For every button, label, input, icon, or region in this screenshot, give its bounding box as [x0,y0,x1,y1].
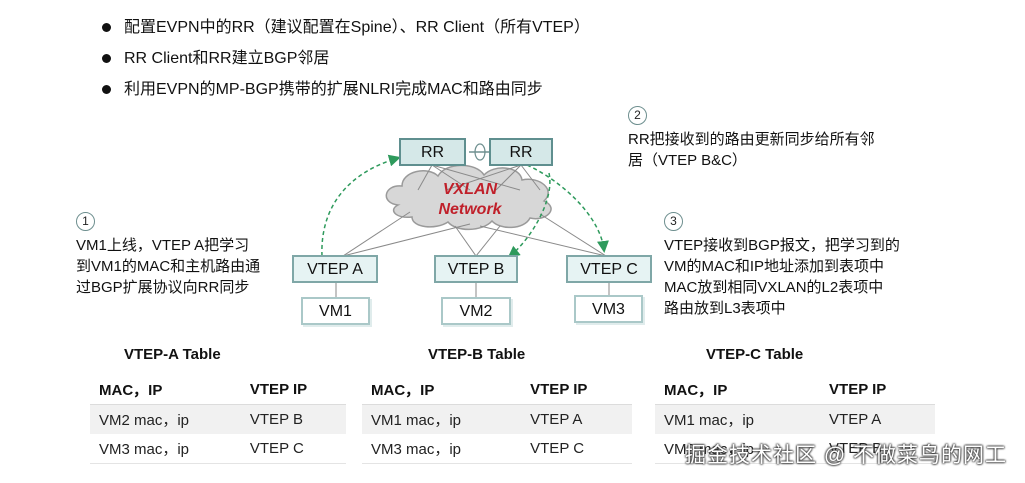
table-cell: VM1 mac，ip [655,404,821,434]
rr-node-left: RR [399,138,466,166]
step-line: 过BGP扩展协议向RR同步 [76,279,250,296]
table-header: MAC，IP [655,375,821,405]
bullet-list: 配置EVPN中的RR（建议配置在Spine）、RR Client（所有VTEP）… [98,12,590,105]
vtep-a-table-title: VTEP-A Table [124,346,221,363]
step-line: RR把接收到的路由更新同步给所有邻 [628,131,875,148]
step-number-badge: 2 [628,106,647,125]
step-line: VM的MAC和IP地址添加到表项中 [664,258,885,275]
bullet-item: 配置EVPN中的RR（建议配置在Spine）、RR Client（所有VTEP） [98,12,590,43]
table-cell: VTEP B [820,434,935,464]
step-3-note: 3 VTEP接收到BGP报文，把学习到的 VM的MAC和IP地址添加到表项中 M… [664,210,900,319]
table-cell: VM2 mac，ip [655,434,821,464]
step-number-badge: 1 [76,212,95,231]
cloud-line-1: VXLAN [442,181,498,198]
vm1-node: VM1 [301,297,370,325]
vtep-b-node: VTEP B [434,255,518,283]
step-line: VM1上线，VTEP A把学习 [76,237,250,254]
table-cell: VTEP A [521,404,632,434]
table-cell: VM1 mac，ip [362,404,522,434]
vtep-b-table-title: VTEP-B Table [428,346,526,363]
bullet-item: 利用EVPN的MP-BGP携带的扩展NLRI完成MAC和路由同步 [98,74,590,105]
bgp-arrows [321,154,609,258]
step-line: MAC放到相同VXLAN的L2表项中 [664,279,884,296]
cloud-line-2: Network [438,201,502,218]
table-cell: VM3 mac，ip [362,434,522,464]
step-2-note: 2 RR把接收到的路由更新同步给所有邻 居（VTEP B&C） [628,104,875,171]
vm2-node: VM2 [441,297,511,325]
step-line: VTEP接收到BGP报文，把学习到的 [664,237,900,254]
bullet-item: RR Client和RR建立BGP邻居 [98,43,590,74]
step-line: 路由放到L3表项中 [664,300,786,317]
table-cell: VTEP A [820,404,935,434]
mesh-links [335,164,610,298]
table-cell: VTEP C [240,434,346,464]
table-header: VTEP IP [240,375,346,405]
step-line: 居（VTEP B&C） [628,152,747,169]
table-cell: VM3 mac，ip [90,434,241,464]
table-header: MAC，IP [90,375,241,405]
vtep-c-node: VTEP C [566,255,652,283]
table-header: MAC，IP [362,375,522,405]
rr-node-right: RR [489,138,553,166]
watermark-text: 掘金技术社区 @ 不做菜鸟的网工 [685,444,1007,467]
table-cell: VM2 mac，ip [90,404,241,434]
step-1-note: 1 VM1上线，VTEP A把学习 到VM1的MAC和主机路由通 过BGP扩展协… [76,210,260,298]
vxlan-cloud-shape [385,164,552,231]
table-header: VTEP IP [521,375,632,405]
step-line: 到VM1的MAC和主机路由通 [76,258,261,275]
table-header: VTEP IP [820,375,935,405]
step-number-badge: 3 [664,212,683,231]
vtep-c-table-title: VTEP-C Table [706,346,804,363]
vxlan-network-label: VXLAN Network [425,180,515,220]
table-cell: VTEP B [240,404,346,434]
vm3-node: VM3 [574,295,643,323]
vtep-a-node: VTEP A [292,255,378,283]
table-cell: VTEP C [521,434,632,464]
